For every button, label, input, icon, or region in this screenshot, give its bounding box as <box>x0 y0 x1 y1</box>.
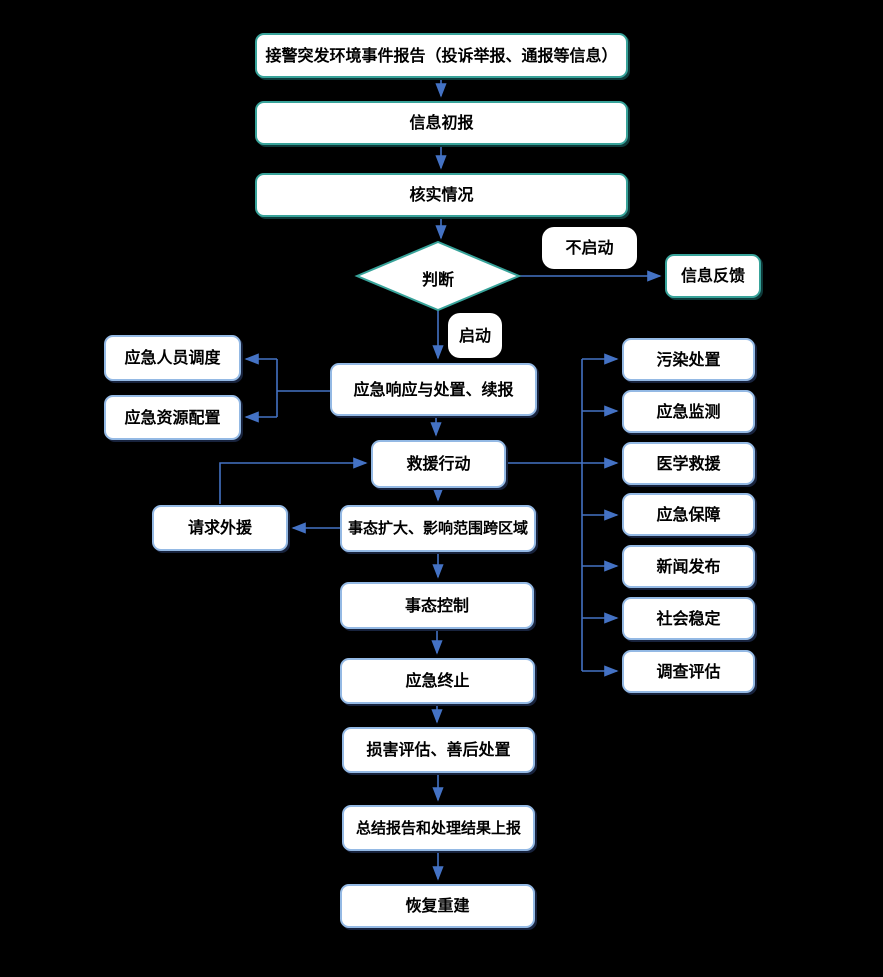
edge-label-no-start: 不启动 <box>542 227 637 269</box>
node-feedback: 信息反馈 <box>665 254 761 298</box>
node-response: 应急响应与处置、续报 <box>330 363 537 416</box>
node-personnel: 应急人员调度 <box>104 335 241 381</box>
decision-diamond-shape <box>354 240 522 312</box>
node-terminate: 应急终止 <box>340 658 535 704</box>
node-judge-label: 判断 <box>421 270 454 289</box>
node-resource: 应急资源配置 <box>104 395 241 440</box>
node-request-aid: 请求外援 <box>152 505 288 551</box>
node-rescue: 救援行动 <box>371 440 506 488</box>
node-expand: 事态扩大、影响范围跨区域 <box>340 505 536 552</box>
node-news: 新闻发布 <box>622 545 755 588</box>
node-support: 应急保障 <box>622 493 755 536</box>
node-pollution: 污染处置 <box>622 338 755 381</box>
edge-label-start: 启动 <box>448 313 502 358</box>
node-recovery: 恢复重建 <box>340 884 535 928</box>
edge-request-rescue <box>219 457 368 504</box>
node-summary: 总结报告和处理结果上报 <box>342 805 535 851</box>
node-damage: 损害评估、善后处置 <box>342 727 535 773</box>
node-investigation: 调查评估 <box>622 650 755 693</box>
node-social: 社会稳定 <box>622 597 755 640</box>
node-initial-report: 信息初报 <box>255 101 628 145</box>
node-control: 事态控制 <box>340 582 534 629</box>
node-monitoring: 应急监测 <box>622 390 755 433</box>
node-report: 接警突发环境事件报告（投诉举报、通报等信息） <box>255 33 628 78</box>
node-verify: 核实情况 <box>255 173 628 217</box>
node-medical: 医学救援 <box>622 442 755 485</box>
